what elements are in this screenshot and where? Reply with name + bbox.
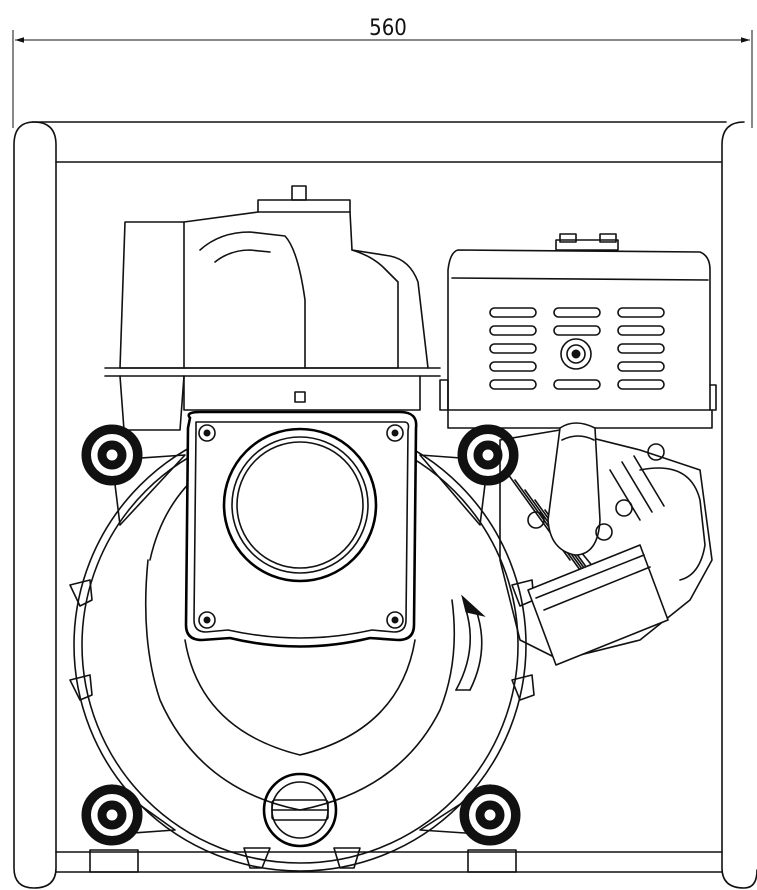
spark-plug-cover (547, 422, 601, 556)
drain-plug (262, 772, 338, 848)
frame-left-tube (13, 121, 57, 889)
flange-bolts (198, 424, 404, 629)
knob-top-left (81, 424, 143, 486)
pump-tank (104, 185, 441, 431)
engine (439, 233, 717, 666)
rotation-arrow (455, 609, 483, 691)
knob-bottom-left (81, 784, 143, 846)
frame-right-tube (721, 121, 757, 889)
knob-top-right (457, 424, 519, 486)
width-dimension: 560 (12, 16, 753, 128)
suction-flange (184, 410, 418, 648)
muffler (527, 544, 669, 666)
frame (13, 121, 757, 889)
vent-slots (489, 307, 665, 390)
suction-port (222, 427, 378, 583)
engine-shroud (447, 249, 711, 411)
cylinder-block (499, 422, 713, 666)
width-dimension-label: 560 (369, 16, 407, 41)
knob-bottom-right (459, 784, 521, 846)
